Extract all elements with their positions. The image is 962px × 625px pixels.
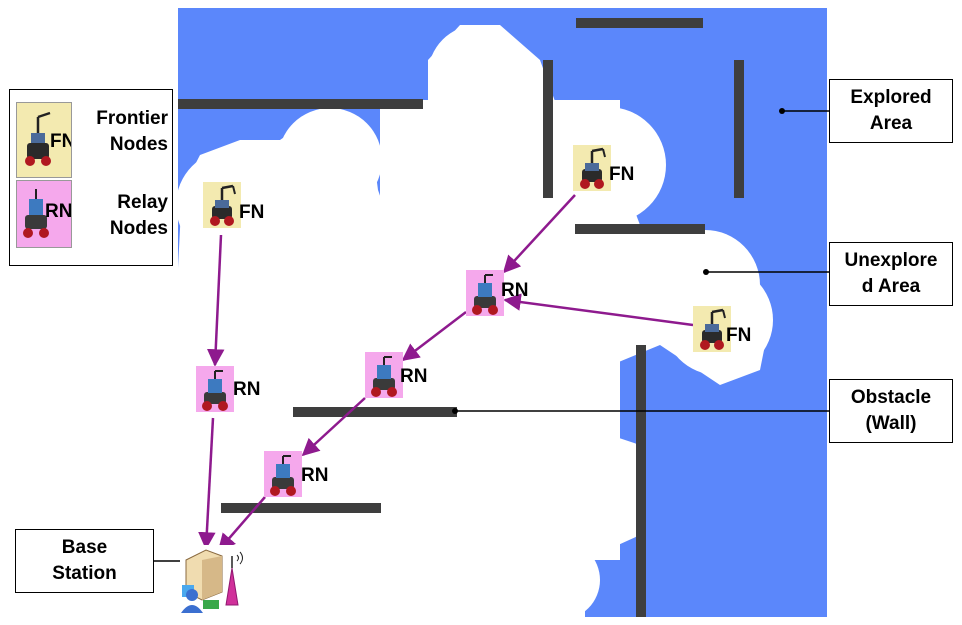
link-arrow: [401, 311, 467, 362]
legend-frontier-abbr: FN: [50, 131, 71, 152]
wall: [293, 407, 457, 417]
link-arrow: [206, 234, 225, 367]
wall: [221, 503, 381, 513]
frontier-node-top-right: FN: [571, 143, 634, 193]
node-label: RN: [233, 379, 260, 400]
node-label: FN: [609, 164, 634, 185]
relay-node-center: RN: [465, 269, 528, 317]
robot-icon: [364, 351, 404, 399]
frontier-node-right: FN: [691, 304, 751, 354]
explored-area-label: Explored Area: [829, 79, 953, 143]
node-label: RN: [400, 366, 427, 387]
robot-arm-icon: [201, 180, 243, 230]
wall: [543, 60, 553, 198]
link-arrow: [503, 293, 694, 327]
legend-frontier-swatch: FN: [16, 102, 75, 178]
wall: [734, 60, 744, 198]
walls: [178, 18, 744, 617]
wall: [636, 345, 646, 617]
relay-node-middle: RN: [364, 351, 427, 399]
robot-icon: [465, 269, 505, 317]
legend-frontier-label: Frontier Nodes: [96, 108, 168, 155]
node-label: FN: [239, 202, 264, 223]
link-arrow: [301, 397, 366, 457]
node-label: RN: [501, 280, 528, 301]
link-arrow: [502, 194, 576, 274]
callout-lines: [152, 110, 830, 562]
legend-relay-swatch: RN: [16, 180, 72, 248]
unexplored-area-label: Unexplore d Area: [829, 242, 953, 306]
relay-node-lower: RN: [263, 450, 328, 498]
robot-arm-icon: [571, 143, 613, 193]
relay-node-left: RN: [195, 365, 260, 413]
node-label: FN: [726, 325, 751, 346]
base-station-icon: [180, 545, 243, 615]
legend: FN RN Frontier Nodes Relay Nodes: [9, 89, 173, 266]
wall: [575, 224, 705, 234]
robot-icon: [195, 365, 235, 413]
wall: [576, 18, 703, 28]
wall: [178, 99, 423, 109]
legend-relay-abbr: RN: [45, 201, 71, 222]
link-arrow: [198, 417, 216, 550]
legend-relay-label: Relay Nodes: [109, 192, 168, 239]
link-arrow: [217, 496, 266, 552]
robot-arm-icon: FN: [25, 111, 75, 166]
obstacle-label: Obstacle (Wall): [829, 379, 953, 443]
links: [198, 194, 694, 552]
robot-icon: [263, 450, 303, 498]
frontier-node-left: FN: [201, 180, 264, 230]
base-station-label: Base Station: [15, 529, 154, 593]
node-label: RN: [301, 465, 328, 486]
robot-icon: RN: [23, 189, 72, 238]
